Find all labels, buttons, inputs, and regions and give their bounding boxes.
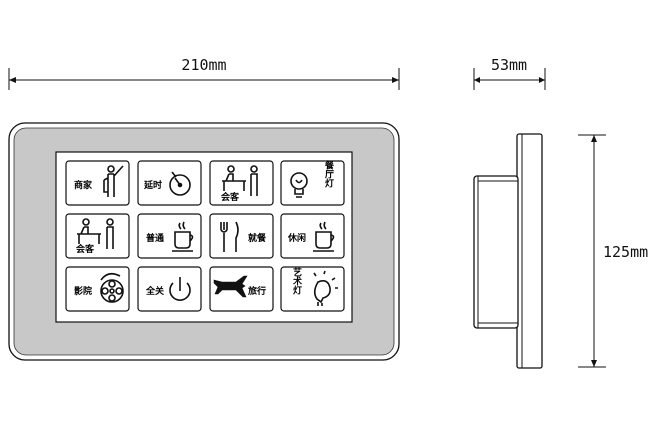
scene-button-label: 会客 — [221, 191, 240, 203]
scene-button[interactable]: 餐厅灯 — [280, 159, 345, 206]
timer-icon — [169, 171, 191, 196]
scene-button[interactable]: 延时 — [137, 160, 202, 206]
scene-button-label: 影院 — [74, 285, 92, 297]
scene-button[interactable]: 艺术灯 — [280, 266, 345, 312]
depth-dimension: 53mm — [473, 56, 546, 90]
scene-button[interactable]: 普通 — [137, 213, 202, 259]
film-reel-icon — [100, 272, 124, 303]
depth-label: 53mm — [491, 56, 527, 74]
scene-button-label: 全关 — [145, 285, 164, 297]
width-dimension: 210mm — [8, 56, 400, 90]
scene-button-label: 休闲 — [287, 232, 306, 244]
scene-button[interactable]: 全关 — [137, 266, 202, 312]
scene-button-label: 会客 — [76, 243, 95, 255]
scene-button[interactable]: 旅行 — [209, 266, 274, 312]
airplane-icon — [213, 275, 248, 298]
coffee-cup-icon — [313, 221, 335, 252]
light-bulb-icon — [290, 172, 308, 198]
scene-button[interactable]: 就餐 — [209, 213, 274, 259]
scene-button[interactable]: 会客 — [65, 213, 130, 259]
meeting-people-icon — [77, 218, 114, 249]
coffee-cup-icon — [172, 221, 194, 252]
art-lamp-icon — [313, 270, 338, 306]
scene-button-label: 餐厅灯 — [323, 159, 335, 188]
scene-button[interactable]: 商家 — [65, 160, 130, 206]
width-label: 210mm — [181, 56, 226, 74]
side-view-panel — [473, 133, 543, 369]
scene-button[interactable]: 影院 — [65, 266, 130, 312]
scene-button[interactable]: 会客 — [209, 160, 274, 206]
meeting-people-icon — [222, 165, 258, 196]
scene-button[interactable]: 休闲 — [280, 213, 345, 259]
button-grid: 商家 延时 会客 餐厅灯 — [65, 159, 345, 312]
scene-button-label: 旅行 — [248, 285, 266, 297]
scene-button-label: 延时 — [143, 179, 162, 191]
scene-button-label: 商家 — [74, 179, 93, 191]
scene-button-label: 就餐 — [248, 232, 267, 244]
scene-button-label: 普通 — [146, 232, 164, 244]
person-pointing-icon — [103, 165, 124, 197]
power-icon — [169, 277, 191, 301]
height-label: 125mm — [603, 243, 648, 261]
height-dimension: 125mm — [578, 134, 648, 368]
fork-knife-icon — [220, 221, 239, 252]
scene-button-label: 艺术灯 — [291, 266, 303, 295]
